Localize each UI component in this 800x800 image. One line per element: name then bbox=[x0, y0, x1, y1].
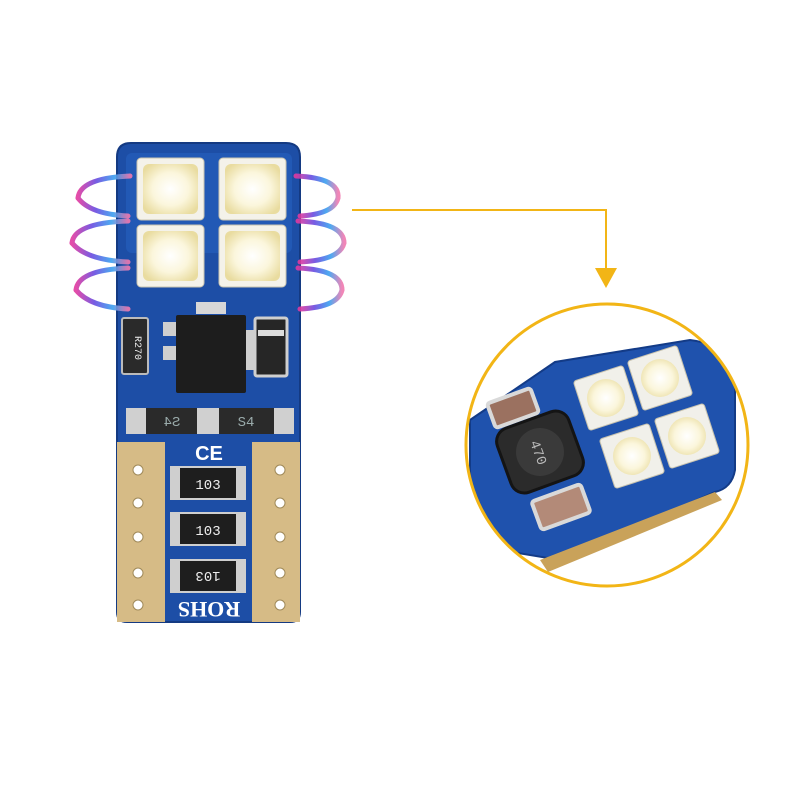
regulator-ic bbox=[163, 302, 260, 393]
diode-right bbox=[253, 316, 289, 378]
resistor-label-3: 103 bbox=[195, 567, 220, 583]
resistor-code: R270 bbox=[131, 336, 142, 360]
ce-mark: CE bbox=[195, 443, 223, 465]
led-array bbox=[136, 157, 287, 288]
resistor-r270: R270 bbox=[121, 317, 149, 375]
light-rings bbox=[69, 173, 347, 312]
rohs-mark: ROHS bbox=[178, 597, 240, 622]
diode-strip: S4 S4 bbox=[126, 408, 294, 434]
resistor-2: 103 bbox=[170, 512, 246, 546]
contact-pad-left bbox=[117, 442, 165, 622]
zoom-detail: 470 bbox=[464, 302, 750, 588]
resistor-label-2: 103 bbox=[195, 524, 220, 540]
resistor-1: 103 bbox=[170, 466, 246, 500]
diode-mark-2: S4 bbox=[238, 415, 255, 431]
resistor-3: 103 bbox=[170, 559, 246, 593]
diode-mark-1: S4 bbox=[164, 415, 181, 431]
callout-arrow bbox=[352, 209, 617, 288]
resistor-label-1: 103 bbox=[195, 478, 220, 494]
contact-pad-right bbox=[252, 442, 300, 622]
